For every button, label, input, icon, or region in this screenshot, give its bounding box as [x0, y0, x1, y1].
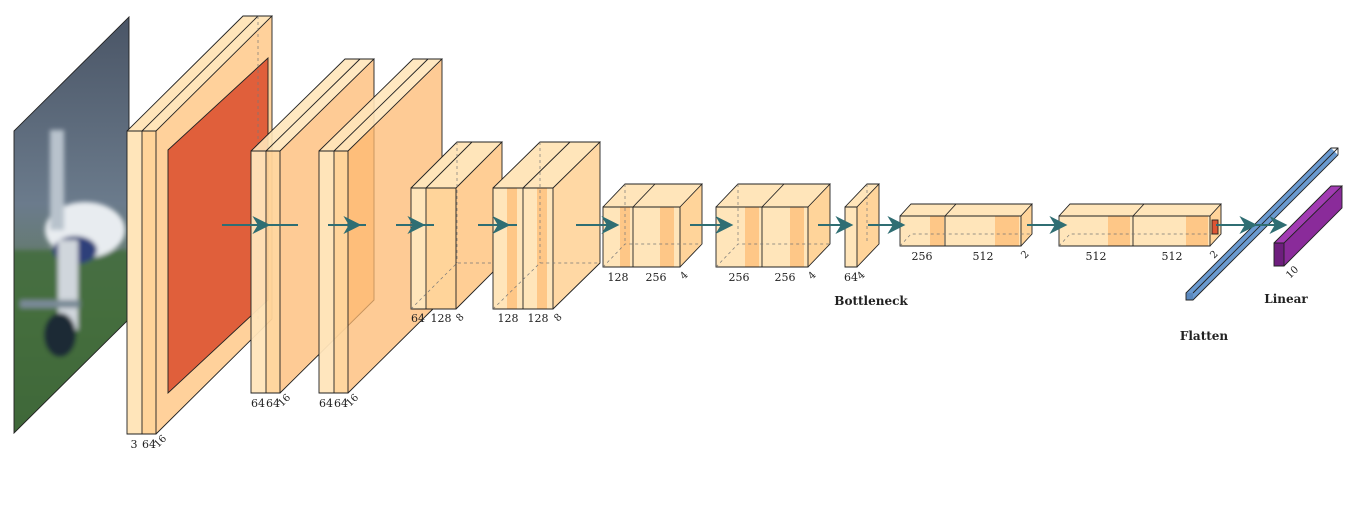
conv-blocks — [126, 15, 1344, 435]
pool-layer — [168, 58, 268, 393]
dim-label: 128 — [528, 312, 549, 325]
dim-label: 256 — [729, 271, 750, 284]
dim-label: 64 — [266, 397, 280, 410]
dim-label: 128 — [608, 271, 629, 284]
dim-label: 256 — [646, 271, 667, 284]
dim-label: 64 — [319, 397, 333, 410]
pool-layer — [1212, 220, 1218, 234]
dim-label: 64 — [142, 438, 156, 451]
flatten-caption: Flatten — [1180, 329, 1229, 343]
conv-block-4 — [410, 141, 504, 310]
captions: Bottleneck Flatten Linear — [834, 292, 1308, 343]
conv-block-10 — [1058, 203, 1223, 247]
dim-label: 64 — [411, 312, 425, 325]
dim-label: 512 — [973, 250, 994, 263]
dim-label: 3 — [131, 438, 138, 451]
depth-label: 2 — [1208, 249, 1220, 261]
dim-label: 512 — [1162, 250, 1183, 263]
input-image — [13, 15, 130, 435]
dim-label: 128 — [498, 312, 519, 325]
conv-slab — [142, 131, 156, 434]
depth-label: 4 — [678, 270, 690, 282]
depth-label: 10 — [1284, 264, 1301, 281]
depth-label: 8 — [552, 312, 564, 324]
conv-block-9 — [899, 203, 1034, 247]
depth-label: 4 — [806, 270, 818, 282]
dim-label: 64 — [251, 397, 265, 410]
dim-label: 64 — [334, 397, 348, 410]
dim-label: 256 — [912, 250, 933, 263]
linear-caption: Linear — [1264, 292, 1308, 306]
dim-label: 256 — [775, 271, 796, 284]
conv-slab — [127, 131, 142, 434]
linear-layer — [1273, 185, 1344, 267]
dim-label: 128 — [431, 312, 452, 325]
depth-label: 2 — [1019, 249, 1031, 261]
dim-label: 64 — [844, 271, 858, 284]
depth-label: 8 — [454, 312, 466, 324]
bottleneck-caption: Bottleneck — [834, 294, 908, 308]
conv-block-1 — [126, 15, 274, 435]
dim-label: 512 — [1086, 250, 1107, 263]
conv-block-6 — [602, 183, 704, 268]
conv-block-7 — [715, 183, 832, 268]
